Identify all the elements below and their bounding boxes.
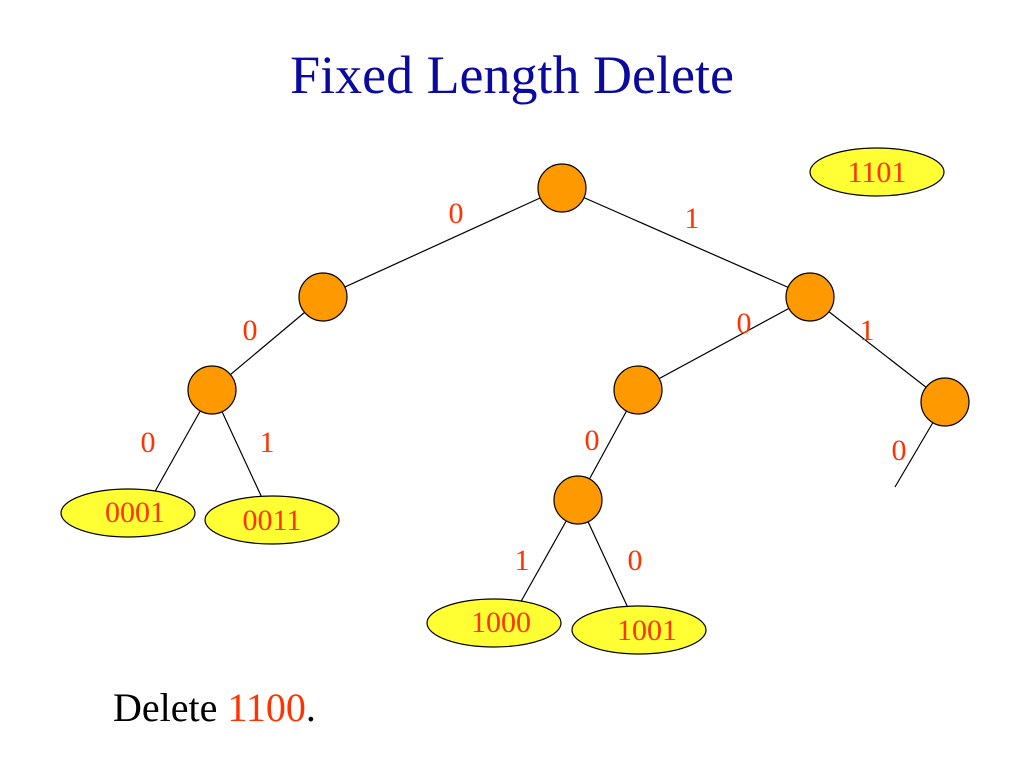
node-10 [613, 365, 663, 415]
leaf-label-0011: 0011 [243, 504, 302, 537]
caption: Delete 1100. [113, 688, 316, 728]
node-0 [298, 272, 348, 322]
leaf-1101 [809, 147, 945, 197]
leaf-label-1000: 1000 [471, 606, 531, 639]
edge-label-n100-right: 0 [628, 544, 643, 577]
node-root [537, 163, 587, 213]
edge-n1-to-n10 [637, 296, 811, 391]
leaf-0001 [60, 488, 196, 538]
leaf-0011 [204, 495, 340, 545]
edge-label-n100-left: 1 [515, 544, 530, 577]
edge-label-n00-right: 1 [260, 426, 275, 459]
edge-n1-to-n11 [809, 296, 946, 403]
leaf-1000 [426, 598, 562, 648]
node-11 [920, 377, 970, 427]
leaf-label-1101: 1101 [848, 156, 907, 189]
edge-label-n10-left: 0 [585, 424, 600, 457]
edge-root-to-n0 [322, 187, 563, 298]
node-00 [187, 365, 237, 415]
edge-label-n1-right: 1 [860, 314, 875, 347]
node-100 [553, 475, 603, 525]
caption-key: 1100 [227, 685, 306, 730]
page-title: Fixed Length Delete [290, 45, 734, 105]
edge-label-n1-left: 0 [737, 307, 752, 340]
node-1 [785, 272, 835, 322]
edge-root-to-n1 [561, 187, 811, 298]
caption-suffix: . [305, 685, 316, 730]
edge-label-n00-left: 0 [141, 426, 156, 459]
caption-prefix: Delete [113, 685, 228, 730]
edge-label-root-right: 1 [685, 202, 700, 235]
edge-label-n11-left: 0 [892, 434, 907, 467]
leaf-label-0001: 0001 [105, 496, 165, 529]
leaf-1001 [571, 605, 707, 655]
leaf-label-1001: 1001 [617, 614, 677, 647]
edge-label-root-left: 0 [449, 197, 464, 230]
edge-label-n0-left: 0 [243, 314, 258, 347]
